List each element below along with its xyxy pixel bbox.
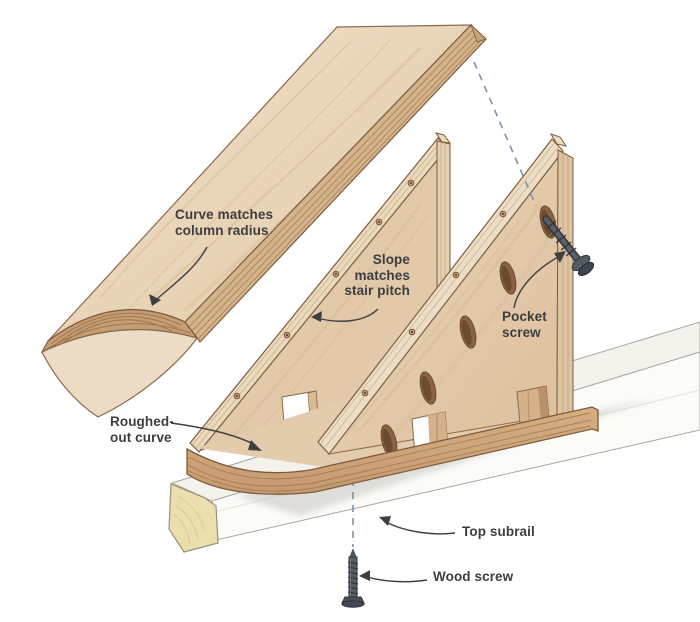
pilot-holes — [233, 179, 415, 400]
top-board — [40, 24, 487, 418]
pocket-screw-icon — [473, 61, 595, 277]
base-plate — [186, 406, 599, 495]
subrail-end-grain — [168, 483, 219, 553]
bracket-notch — [516, 385, 550, 424]
front-bracket — [317, 133, 574, 458]
curve-label: Curve matches column radius — [175, 207, 274, 238]
board-cove — [40, 309, 199, 418]
arrowheads — [149, 251, 566, 581]
alignment-dashed-line — [473, 61, 537, 207]
slope-label: Slope matches stair pitch — [344, 252, 410, 299]
roughed-out-curve-label: Roughed- out curve — [110, 414, 174, 445]
pocket-screw-label: Pocket screw — [502, 309, 547, 340]
wood-screw-label: Wood screw — [433, 569, 514, 584]
pilot-holes — [361, 210, 507, 397]
leader-arrows — [156, 246, 561, 583]
top-subrail-label: Top subrail — [462, 524, 535, 539]
